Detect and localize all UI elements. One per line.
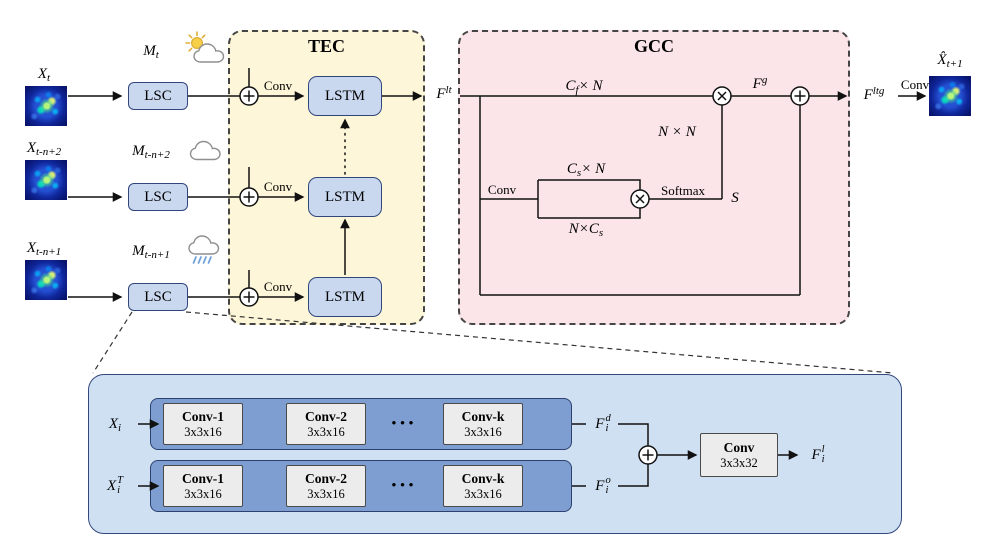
cloud-icon [186, 136, 224, 164]
lsc-detail-connectors [92, 311, 894, 491]
ellipsis-dots-top: ••• [391, 415, 418, 430]
lstm-block-1: LSTM [308, 76, 382, 116]
output-label-xhat: X̂t+1 [937, 51, 963, 71]
oplus-icon [239, 86, 259, 106]
n-n-label: N × N [658, 123, 696, 140]
sun-cloud-icon [184, 30, 226, 66]
input-heatmap-3 [25, 260, 67, 300]
row1-connectors [68, 68, 305, 101]
output-conv-label: Conv [900, 77, 930, 92]
output-heatmap [929, 76, 971, 116]
row3-connectors [68, 270, 305, 302]
oplus-icon [239, 187, 259, 207]
ellipsis-dots-bottom: ••• [391, 477, 418, 492]
otimes-icon [712, 86, 732, 106]
oplus-icon [239, 287, 259, 307]
otimes-icon [630, 189, 650, 209]
lsc-block-3: LSC [128, 283, 188, 311]
oplus-icon [790, 86, 810, 106]
gcc-conv-label: Conv [487, 182, 517, 197]
conv-label-3: Conv [263, 279, 293, 294]
conv-label-2: Conv [263, 179, 293, 194]
s-label: S [731, 189, 739, 206]
row2-connectors [68, 167, 305, 202]
lstm-block-2: LSTM [308, 177, 382, 217]
input-heatmap-1 [25, 86, 67, 126]
gcc-connectors [382, 91, 927, 296]
lsc-block-2: LSC [128, 183, 188, 211]
rain-cloud-icon [184, 232, 224, 268]
conv-label-1: Conv [263, 78, 293, 93]
softmax-label: Softmax [660, 183, 706, 198]
gcc-region [458, 30, 850, 325]
lsc-block-1: LSC [128, 82, 188, 110]
oplus-icon [638, 445, 658, 465]
input-heatmap-2 [25, 160, 67, 200]
gcc-title: GCC [634, 36, 674, 56]
lstm-block-3: LSTM [308, 277, 382, 317]
tec-title: TEC [307, 36, 345, 56]
